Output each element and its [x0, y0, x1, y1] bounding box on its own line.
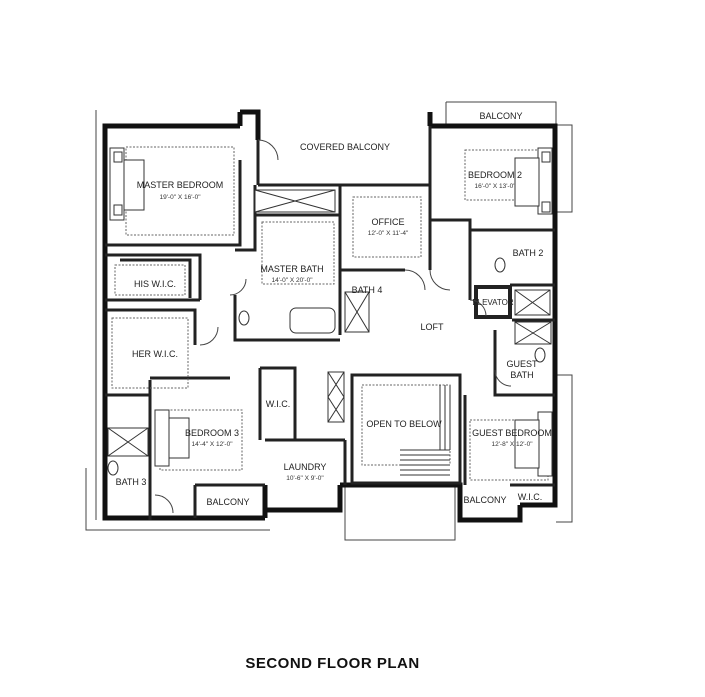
bath2-label: BATH 2 — [513, 248, 544, 258]
wic-right-label: W.I.C. — [518, 492, 543, 502]
door-swing-icon — [199, 326, 219, 346]
bedroom2-dims: 16'-0" X 13'-0" — [474, 183, 516, 190]
door-swing-icon — [494, 369, 512, 387]
elevator-label: ELEVATOR — [472, 298, 514, 307]
balcony-right-label: BALCONY — [463, 495, 506, 505]
guest-bedroom-dims: 12'-8" X 12'-0" — [491, 441, 533, 448]
guest-bath-label-line2: BATH — [510, 370, 533, 380]
bath4-label: BATH 4 — [352, 285, 383, 295]
toilet-icon — [238, 310, 250, 326]
laundry-dims: 10'-6" X 9'-0" — [286, 475, 324, 482]
laundry-label: LAUNDRY — [284, 462, 327, 472]
her-wic-label: HER W.I.C. — [132, 349, 178, 359]
bedroom3-label: BEDROOM 3 — [185, 428, 239, 438]
open-to-below-label: OPEN TO BELOW — [366, 419, 442, 429]
master-bath-tray — [261, 221, 335, 285]
bathtub-icon — [289, 307, 336, 334]
toilet-icon — [107, 460, 119, 476]
master-bedroom-label: MASTER BEDROOM — [137, 180, 224, 190]
balcony-top-label: BALCONY — [479, 111, 522, 121]
door-swing-icon — [229, 278, 247, 296]
guest-bedroom-label: GUEST BEDROOM — [472, 428, 552, 438]
exterior-wall-notch-2 — [240, 109, 261, 140]
her-wic-inner — [111, 317, 189, 389]
door-swing-icon — [257, 139, 279, 161]
master-bed-icon — [109, 147, 145, 221]
guest-bedroom-tray — [469, 419, 549, 481]
toilet-icon — [534, 347, 546, 363]
door-swing-icon — [404, 269, 426, 291]
laundry-south-wall — [265, 485, 343, 513]
bedroom3-bed-icon — [154, 409, 190, 467]
exterior-wall-west — [102, 123, 240, 521]
right-terrace-outline — [556, 124, 573, 213]
plan-title: SECOND FLOOR PLAN — [245, 655, 420, 672]
covered-balcony-label: COVERED BALCONY — [300, 142, 390, 152]
bedroom3-dims: 14'-4" X 12'-0" — [191, 441, 233, 448]
wall-master-bedroom — [105, 160, 242, 247]
his-wic-label: HIS W.I.C. — [134, 279, 176, 289]
door-swing-icon — [469, 299, 487, 317]
balcony-bottom-label: BALCONY — [206, 497, 249, 507]
his-wic-inner — [114, 264, 186, 296]
washer-dryer-icon — [327, 371, 345, 423]
balcony-top-outline — [446, 101, 557, 125]
master-bath-dims: 14'-0" X 20'-0" — [271, 277, 313, 284]
master-bedroom-dims: 19'-0" X 16'-0" — [159, 194, 201, 201]
door-swing-icon — [429, 269, 451, 291]
door-swing-icon — [154, 494, 174, 514]
bedroom2-label: BEDROOM 2 — [468, 170, 522, 180]
office-tray — [352, 196, 422, 258]
guest-bed-icon — [514, 411, 553, 477]
loft-label: LOFT — [420, 322, 444, 332]
stair-icon — [400, 385, 451, 476]
bedroom2-bed-icon — [514, 147, 553, 215]
bath3-label: BATH 3 — [116, 477, 147, 487]
master-bath-label: MASTER BATH — [260, 264, 323, 274]
right-lower-terrace-outline — [556, 374, 573, 523]
guest-bath-label-line1: GUEST — [506, 359, 538, 369]
wic-center-label: W.I.C. — [266, 399, 291, 409]
exterior-wall-south-right — [340, 482, 523, 523]
bottom-center-balcony-outline — [344, 485, 456, 541]
exterior-wall-east — [430, 123, 558, 508]
toilet-icon — [494, 257, 506, 273]
office-label: OFFICE — [372, 217, 405, 227]
office-dims: 12'-0" X 11'-4" — [368, 230, 409, 237]
bottom-left-terrace-outline — [85, 468, 270, 531]
